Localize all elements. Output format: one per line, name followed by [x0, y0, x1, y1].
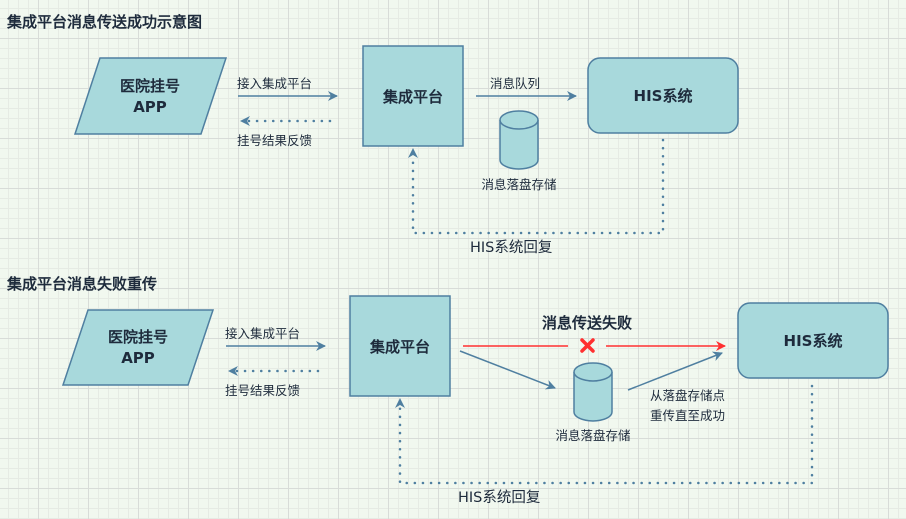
success-section: 集成平台消息传送成功示意图 医院挂号 APP 接入集成平台 挂号结果反馈 集成平… — [6, 13, 739, 256]
feedback-arrowhead — [240, 116, 250, 126]
reply-arrow — [398, 384, 814, 485]
access-label: 接入集成平台 — [225, 326, 300, 341]
feedback-label: 挂号结果反馈 — [237, 133, 312, 148]
app-node-label: 医院挂号 — [108, 328, 168, 346]
feedback-label: 挂号结果反馈 — [225, 383, 300, 398]
his-node[interactable]: HIS系统 — [587, 57, 739, 134]
his-node-label: HIS系统 — [784, 332, 843, 350]
fail-x-icon — [580, 338, 595, 353]
feedback-arrowhead — [228, 366, 238, 376]
failure-section: 集成平台消息失败重传 医院挂号 APP 接入集成平台 挂号结果反馈 集成平台 消… — [6, 275, 889, 506]
section-title: 集成平台消息失败重传 — [6, 275, 157, 293]
section-title: 集成平台消息传送成功示意图 — [6, 13, 202, 31]
platform-node-label: 集成平台 — [382, 88, 443, 106]
app-node[interactable]: 医院挂号 APP — [73, 57, 228, 135]
platform-node[interactable]: 集成平台 — [362, 45, 464, 147]
storage-cylinder — [573, 362, 613, 422]
storage-cylinder — [499, 110, 539, 170]
platform-node[interactable]: 集成平台 — [349, 295, 451, 397]
queue-label: 消息队列 — [490, 76, 540, 91]
fail-label: 消息传送失败 — [542, 314, 632, 332]
his-node-label: HIS系统 — [634, 87, 693, 105]
retry-arrow — [627, 351, 723, 391]
reply-arrowhead — [395, 398, 405, 408]
app-node-label: 医院挂号 — [120, 77, 180, 95]
retry-label-2: 重传直至成功 — [650, 408, 725, 423]
app-node-label-2: APP — [133, 98, 167, 116]
reply-arrowhead — [408, 148, 418, 158]
store-arrow — [459, 350, 556, 390]
app-node[interactable]: 医院挂号 APP — [61, 309, 215, 386]
reply-arrow — [411, 138, 665, 235]
reply-label: HIS系统回复 — [458, 488, 540, 506]
storage-label: 消息落盘存储 — [555, 428, 630, 443]
app-node-label-2: APP — [121, 349, 155, 367]
storage-label: 消息落盘存储 — [481, 177, 556, 192]
access-label: 接入集成平台 — [237, 76, 312, 91]
reply-label: HIS系统回复 — [470, 238, 552, 256]
platform-node-label: 集成平台 — [369, 338, 430, 356]
his-node[interactable]: HIS系统 — [737, 302, 889, 379]
retry-label-1: 从落盘存储点 — [650, 388, 725, 403]
